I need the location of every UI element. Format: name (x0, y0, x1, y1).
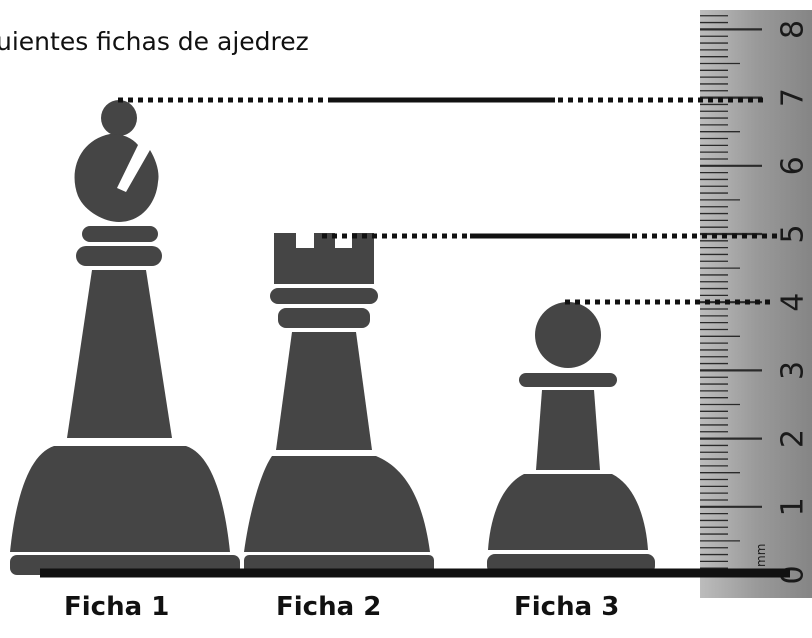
ruler-number: 3 (776, 361, 811, 380)
height-guide-lines (40, 97, 790, 578)
ruler-number: 4 (776, 293, 811, 312)
ruler-number: 5 (776, 224, 811, 243)
ruler-ticks (700, 15, 762, 577)
ruler-number: 8 (776, 20, 811, 39)
bishop-piece (10, 100, 240, 575)
ruler-number: 6 (776, 156, 811, 175)
ruler-number: 1 (776, 497, 811, 516)
label-ficha-2: Ficha 2 (276, 592, 382, 622)
ruler-unit-label: mm (754, 544, 768, 567)
label-ficha-3: Ficha 3 (514, 592, 620, 622)
ruler-number: 7 (776, 88, 811, 107)
rook-piece (244, 233, 434, 575)
instruction-text: uientes fichas de ajedrez (0, 27, 309, 56)
label-ficha-1: Ficha 1 (64, 592, 170, 622)
pawn-piece (487, 302, 655, 574)
ruler-number: 2 (776, 429, 811, 448)
